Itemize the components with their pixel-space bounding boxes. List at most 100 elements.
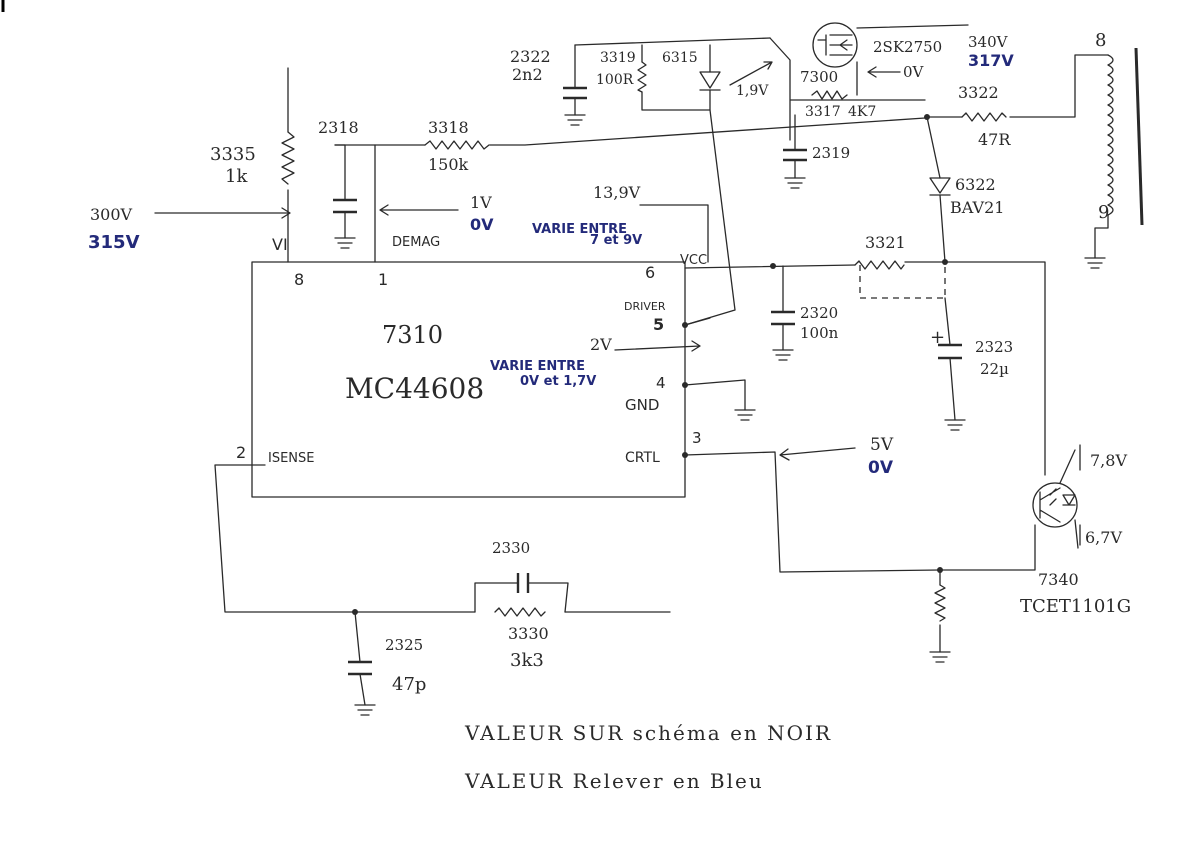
wire-pin3 [684,451,1036,573]
r3322-value: 47R [978,130,1011,149]
source-black: 0V [903,63,925,81]
d6315-ref: 6315 [662,50,698,66]
resistor-3317 [811,90,848,100]
q7300-ref: 7300 [800,68,838,86]
r3318-ref: 3318 [428,118,469,137]
wire-pin4 [684,379,746,411]
resistor-3321 [854,260,905,270]
ground-2319 [784,177,806,189]
node-crtl-ground [937,567,943,573]
wire-vcc [684,261,1046,476]
resistor-3330 [494,607,546,617]
drain-blue: 317V [968,51,1014,70]
demag-arrow [379,204,459,216]
c2323-plus: + [930,327,945,348]
r3317-value: 4K7 [848,104,876,120]
opto-value: TCET1101G [1020,596,1131,617]
diode-6322-triangle [929,177,951,194]
demag-black: 1V [470,193,492,212]
tr-pin9: 9 [1098,202,1109,223]
pin-crtl-label: CRTL [625,450,660,466]
resistor-crtl [934,584,946,622]
ground-2322 [564,114,586,126]
ic-body [251,261,686,498]
c2323-value: 22µ [980,360,1009,378]
ground-2325 [354,704,376,716]
gate-arrow [729,61,773,86]
pin-isense-label: ISENSE [268,451,315,466]
resistor-3335 [281,131,295,185]
r3317-ref: 3317 [805,104,841,120]
c2319-ref: 2319 [812,144,850,162]
vcc-black: 13,9V [593,183,641,202]
opto-bot-voltage: 6,7V [1085,528,1122,547]
wire-3322 [926,54,1109,118]
opto-ref: 7340 [1038,570,1079,589]
pin-4-number: 4 [656,374,666,392]
drv-blue-line1: VARIE ENTRE [490,359,585,374]
c2320-value: 100n [800,324,839,342]
wire-fet-drain [856,24,969,29]
pin-5-number: 5 [653,315,664,334]
wire-opto-top [1059,444,1081,484]
c2323-ref: 2323 [975,338,1013,356]
resistor-3319 [637,61,647,93]
wire-tr-ground [1094,214,1109,259]
opto-7340-symbol [1039,487,1076,523]
wire-2330-parallel [474,582,569,613]
c2325-ref: 2325 [385,636,423,654]
ic-part: MC44608 [345,372,484,405]
note-line-1: VALEUR SUR schéma en NOIR [464,721,832,745]
resistor-3318 [424,140,490,150]
transformer-winding [1107,54,1114,216]
wire-r3319 [641,44,711,111]
c2325-value: 47p [392,674,426,695]
pin-gnd-label: GND [625,396,659,414]
vcc-blue-line2: 7 et 9V [590,233,642,248]
node-vcc-2320 [770,263,776,269]
r3318-value: 150k [428,155,469,174]
pin-demag-label: DEMAG [392,235,440,250]
note-line-2: VALEUR Relever en Bleu [464,769,764,793]
vin-arrow [154,207,291,219]
ground-2320 [772,349,794,361]
pin-6-number: 6 [645,263,655,282]
resistor-3322 [961,112,1007,122]
pin-vcc-label: VCC [680,253,707,268]
ground-tr [1084,257,1106,269]
wire-top-bus [574,37,771,46]
demag-blue: 0V [470,215,494,234]
pin-1-number: 1 [378,270,388,289]
c2322-ref: 2322 [510,47,551,66]
pin-8-number: 8 [294,270,304,289]
wire-opto-bot [1074,519,1081,549]
source-arrow [867,66,901,78]
node-vcc-3321 [942,259,948,265]
wire-c2325 [354,611,366,706]
c2330-ref: 2330 [492,539,530,557]
vcc-arrow [639,204,709,263]
vcc-blue-line1: VARIE ENTRE [532,222,627,237]
drv-blue-line2: 0V et 1,7V [520,374,596,389]
r3330-ref: 3330 [508,624,549,643]
pin-2-number: 2 [236,443,246,462]
pin-3-number: 3 [692,429,702,447]
ground-crtl [929,651,951,663]
fet-2sk2750-body [812,22,858,68]
wire-c2318 [334,144,346,239]
crtl-arrow [779,447,856,461]
r3319-value: 100R [596,72,634,88]
opto-top-voltage: 7,8V [1090,451,1127,470]
diode-6315-triangle [699,71,721,89]
ground-2318 [334,237,356,249]
r3321-ref: 3321 [865,233,906,252]
wire-c2323 [944,297,956,421]
crtl-blue: 0V [868,458,894,478]
pin-driver-label: DRIVER [624,300,666,313]
ic-ref: 7310 [382,321,443,349]
r3319-ref: 3319 [600,50,636,66]
opto-7340-body [1032,482,1078,528]
wire-gate [769,37,926,141]
